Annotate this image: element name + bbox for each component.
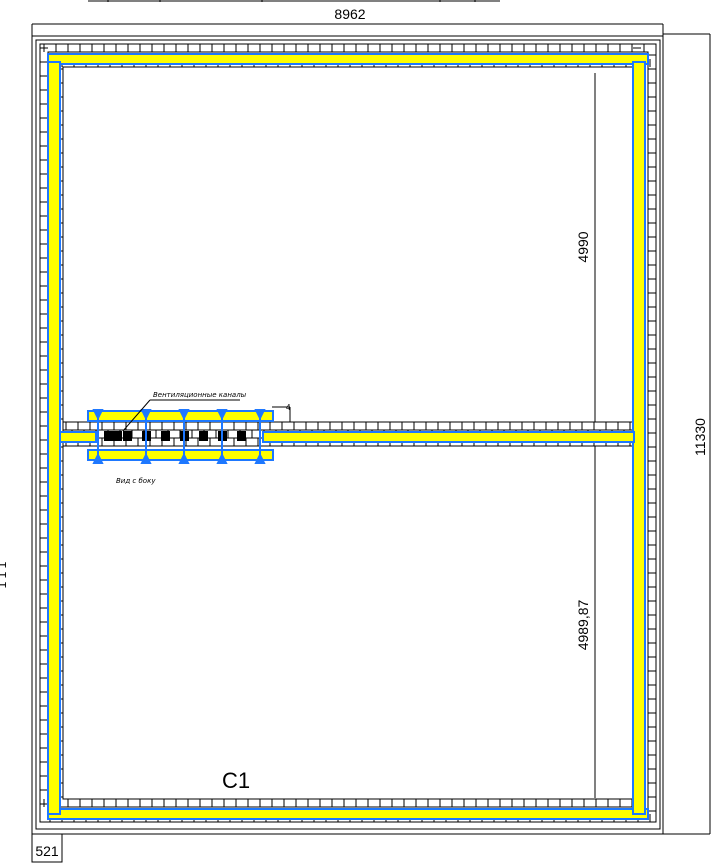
left-edge-text-fragment: 1 1 1 <box>0 561 9 588</box>
insulation-strips <box>47 53 649 820</box>
inner-dimension-lines <box>272 73 596 798</box>
insulation-left <box>47 61 61 815</box>
ventilation-label: Вентиляционные каналы <box>153 391 247 399</box>
insulation-bottom <box>47 808 649 820</box>
insulation-partition-right <box>262 431 635 443</box>
dimension-width-top: 8962 <box>334 6 365 22</box>
partition-mark: 4 <box>286 403 291 412</box>
dimension-lower-room: 4989,87 <box>575 599 591 650</box>
corner-dimension-box <box>31 833 63 863</box>
dimension-corner: 521 <box>35 843 59 859</box>
insulation-vent-lower <box>87 449 274 461</box>
right-dimension <box>663 33 711 835</box>
side-view-label: Вид с боку <box>116 477 156 485</box>
outer-contour <box>31 35 664 835</box>
room-label-c1: С1 <box>222 768 250 793</box>
dimension-height-right: 11330 <box>692 418 708 456</box>
insulation-partition-left <box>59 431 97 443</box>
top-dimension <box>31 23 664 36</box>
insulation-top <box>47 53 649 65</box>
top-edge-fragments <box>88 0 500 2</box>
dimension-upper-room: 4990 <box>575 231 591 262</box>
ventilation-channel-blocks <box>104 431 246 441</box>
ventilation-arrows <box>92 409 266 464</box>
ventilation-leader <box>122 399 240 432</box>
